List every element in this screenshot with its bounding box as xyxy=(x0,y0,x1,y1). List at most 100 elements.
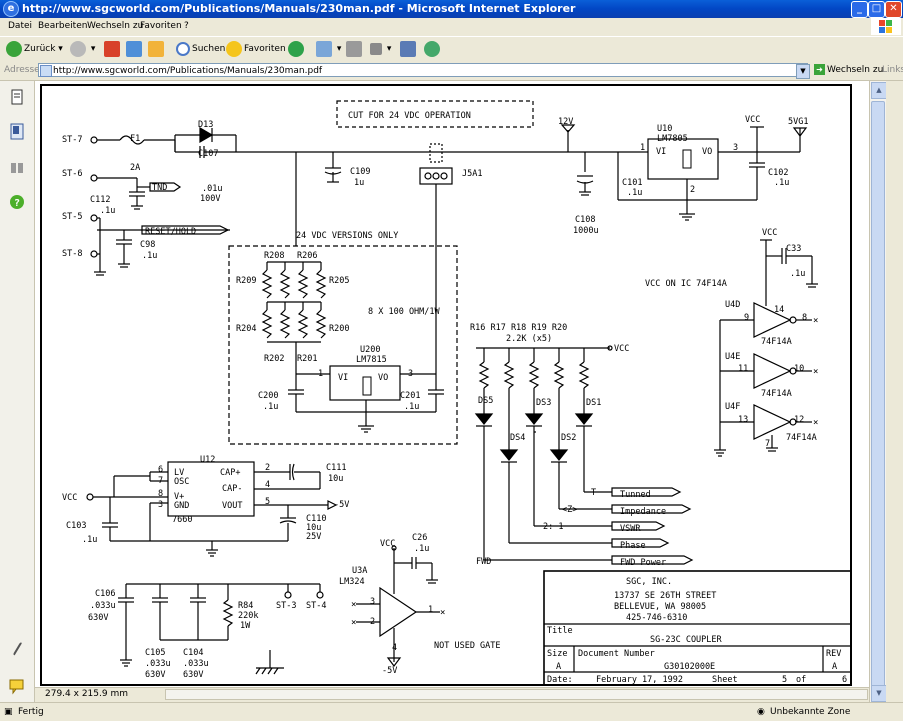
svg-text:×: × xyxy=(351,600,356,610)
tb-total: 6 xyxy=(842,675,847,685)
scroll-up-button[interactable]: ▲ xyxy=(871,82,887,99)
history-icon xyxy=(288,40,304,57)
history-button[interactable] xyxy=(288,40,306,59)
menu-help[interactable]: ? xyxy=(184,21,189,31)
label-u10-pin3: 3 xyxy=(733,143,738,153)
stop-button[interactable] xyxy=(104,40,122,59)
label-u10-pin2: 2 xyxy=(690,185,695,195)
back-button[interactable]: Zurück ▾ xyxy=(6,40,63,59)
menu-datei[interactable]: Datei xyxy=(8,21,33,31)
u3a-circuit: × × × xyxy=(351,545,445,667)
close-button[interactable]: ✕ xyxy=(885,1,902,18)
label-c110-val: 10u xyxy=(306,523,321,533)
menu-favoriten[interactable]: Favoriten xyxy=(140,21,182,31)
search-icon xyxy=(176,41,190,56)
search-button[interactable]: Suchen xyxy=(176,40,225,59)
address-input[interactable]: http://www.sgcworld.com/Publications/Man… xyxy=(38,63,808,77)
label-u12-vplus: V+ xyxy=(174,492,184,502)
label-r205: R205 xyxy=(329,276,349,286)
tb-title: SG-23C COUPLER xyxy=(650,635,723,645)
label-c26: C26 xyxy=(412,533,427,543)
title-block xyxy=(543,570,852,686)
menu-bearbeiten[interactable]: Bearbeiten xyxy=(38,21,88,31)
label-j5a1: J5A1 xyxy=(462,169,482,179)
label-c101: C101 xyxy=(622,178,642,188)
vertical-scrollbar[interactable]: ▲ ▼ xyxy=(869,81,887,702)
menu-wechseln-zu[interactable]: Wechseln zu xyxy=(87,21,144,31)
favorites-button[interactable]: Favoriten xyxy=(226,40,286,59)
home-button[interactable] xyxy=(148,40,166,59)
label-u4e-part: 74F14A xyxy=(761,389,792,399)
label-u12-capm: CAP- xyxy=(222,484,242,494)
svg-text:×: × xyxy=(351,618,356,628)
label-u4d-part: 74F14A xyxy=(761,337,792,347)
label-u12-capp: CAP+ xyxy=(220,468,240,478)
label-st6: ST-6 xyxy=(62,169,82,179)
label-c33: C33 xyxy=(786,244,801,254)
label-ds5: DS5 xyxy=(478,396,493,406)
links-label[interactable]: Links xyxy=(882,65,903,75)
go-button[interactable]: ➜Wechseln zu xyxy=(814,64,883,75)
label-vcc-note: VCC ON IC 74F14A xyxy=(645,279,727,289)
tb-city: BELLEVUE, WA 98005 xyxy=(614,602,706,612)
pdf-page-bar: 279.4 x 215.9 mm xyxy=(35,687,869,702)
label-c103: C103 xyxy=(66,521,86,531)
pages-icon[interactable] xyxy=(9,89,25,107)
label-c107-v: 100V xyxy=(200,194,220,204)
forward-button[interactable]: ▾ xyxy=(70,40,95,59)
address-dropdown-button[interactable]: ▼ xyxy=(796,64,810,79)
mail-button[interactable]: ▾ xyxy=(316,40,341,59)
page-icon xyxy=(40,65,52,77)
label-u3a: U3A xyxy=(352,566,367,576)
attachment-icon[interactable] xyxy=(9,641,25,659)
label-f1-val: 2A xyxy=(130,163,140,173)
refresh-button[interactable] xyxy=(126,40,144,59)
binoculars-icon[interactable] xyxy=(9,159,25,177)
label-c111: C111 xyxy=(326,463,346,473)
label-12v: 12V xyxy=(558,117,573,127)
label-u12-p8: 8 xyxy=(158,489,163,499)
help-icon[interactable]: ? xyxy=(9,193,25,211)
label-u12-part: 7660 xyxy=(172,515,192,525)
pdf-viewer[interactable]: ST-7 F1 2A D13 C107 .01u 100V ST-6 TND C… xyxy=(35,81,869,687)
label-cut: CUT FOR 24 VDC OPERATION xyxy=(348,111,471,121)
label-ds3: DS3 xyxy=(536,398,551,408)
svg-text:×: × xyxy=(813,418,818,428)
minimize-button[interactable]: _ xyxy=(851,1,868,18)
label-u12-gnd: GND xyxy=(174,501,189,511)
label-24v-title: 24 VDC VERSIONS ONLY xyxy=(296,231,398,241)
maximize-button[interactable]: □ xyxy=(868,1,885,18)
label-ds4: DS4 xyxy=(510,433,525,443)
svg-text:×: × xyxy=(813,316,818,326)
scroll-thumb[interactable] xyxy=(871,101,885,691)
comments-icon[interactable] xyxy=(9,677,25,695)
label-c112-val: .1u xyxy=(100,206,115,216)
refresh-icon xyxy=(126,40,142,57)
scroll-down-button[interactable]: ▼ xyxy=(871,685,887,702)
label-r208: R208 xyxy=(264,251,284,261)
label-c98-val: .1u xyxy=(142,251,157,261)
print-button[interactable] xyxy=(346,40,364,59)
label-c201-val: .1u xyxy=(404,402,419,412)
bookmarks-icon[interactable] xyxy=(9,123,25,141)
label-c107-val: .01u xyxy=(202,184,222,194)
mail-icon xyxy=(316,40,332,57)
svg-text:×: × xyxy=(440,608,445,618)
label-u3a-part: LM324 xyxy=(339,577,365,587)
svg-text:?: ? xyxy=(14,198,20,209)
led-circuits xyxy=(474,345,694,565)
label-u12-p3: 3 xyxy=(158,500,163,510)
messenger-button[interactable] xyxy=(424,40,442,59)
label-u10-vo: VO xyxy=(702,147,712,157)
edit-button[interactable]: ▾ xyxy=(370,40,391,59)
label-tuned: Tunned xyxy=(620,490,651,500)
label-ds1: DS1 xyxy=(586,398,601,408)
tb-phone: 425-746-6310 xyxy=(626,613,687,623)
horizontal-scrollbar[interactable] xyxy=(165,689,868,700)
address-bar: Adresse http://www.sgcworld.com/Publicat… xyxy=(0,62,903,81)
stop-icon xyxy=(104,40,120,57)
tb-size: A xyxy=(556,662,561,672)
label-c109-val: 1u xyxy=(354,178,364,188)
research-button[interactable] xyxy=(400,40,418,59)
u12-circuit xyxy=(86,461,338,557)
